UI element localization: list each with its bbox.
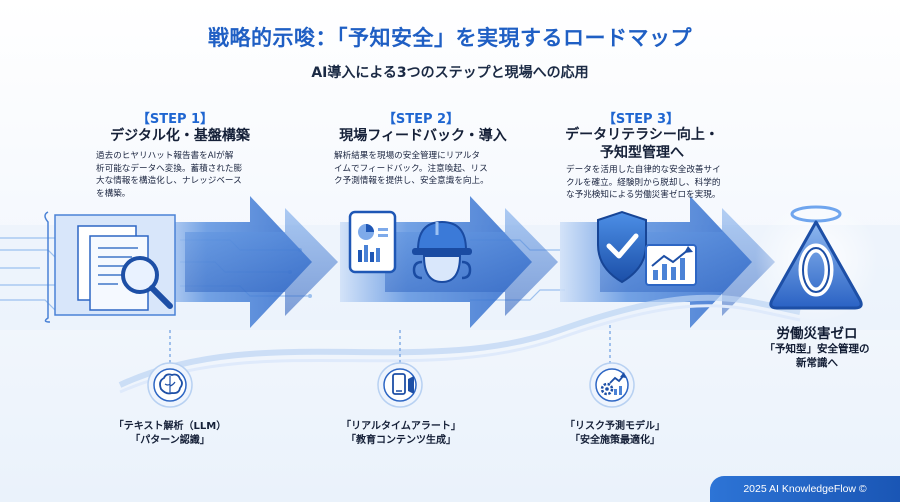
tablet-helmet-icon xyxy=(348,210,472,284)
shield-chart-icon xyxy=(597,210,697,286)
step3-label: 【STEP 3】 xyxy=(602,112,680,127)
step1-description: 過去のヒヤリハット報告書をAIが解 析可能なデータへ変換。蓄積された膨 大な情報… xyxy=(96,151,243,199)
goal-title: 労働災害ゼロ xyxy=(776,326,858,342)
step2-description: 解析結果を現場の安全管理にリアルタ イムでフィードバック。注意喚起、リス ク予測… xyxy=(334,151,489,186)
footer-copyright: 2025 AI KnowledgeFlow © xyxy=(710,476,900,502)
phone-alert-icon xyxy=(377,362,423,408)
document-magnifier-icon xyxy=(44,211,176,323)
goal-subtitle: 「予知型」安全管理の 新常識へ xyxy=(764,343,870,369)
page-subtitle: AI導入による3つのステップと現場への応用 xyxy=(311,65,589,81)
step1-label: 【STEP 1】 xyxy=(136,112,214,127)
page-title: 戦略的示唆：「予知安全」を実現するロードマップ xyxy=(208,26,692,50)
step2-heading: 現場フィードバック・導入 xyxy=(339,128,507,144)
step3-description: データを活用した自律的な安全改善サイ クルを確立。経験則から脱却し、科学的 な予… xyxy=(566,165,721,200)
step2-label: 【STEP 2】 xyxy=(382,112,460,127)
step1-heading: デジタル化・基盤構築 xyxy=(110,128,250,144)
step3-tools: 「リスク予測モデル」 「安全施策最適化」 xyxy=(565,421,665,446)
step3-heading: データリテラシー向上・ 予知型管理へ xyxy=(565,127,719,161)
step2-tools: 「リアルタイムアラート」 「教育コンテンツ生成」 xyxy=(341,421,461,446)
step1-tools: 「テキスト解析（LLM） 「パターン認識」 xyxy=(113,421,227,446)
brain-icon xyxy=(147,362,193,408)
zero-halo-icon xyxy=(755,198,879,322)
gear-chart-icon xyxy=(589,362,635,408)
